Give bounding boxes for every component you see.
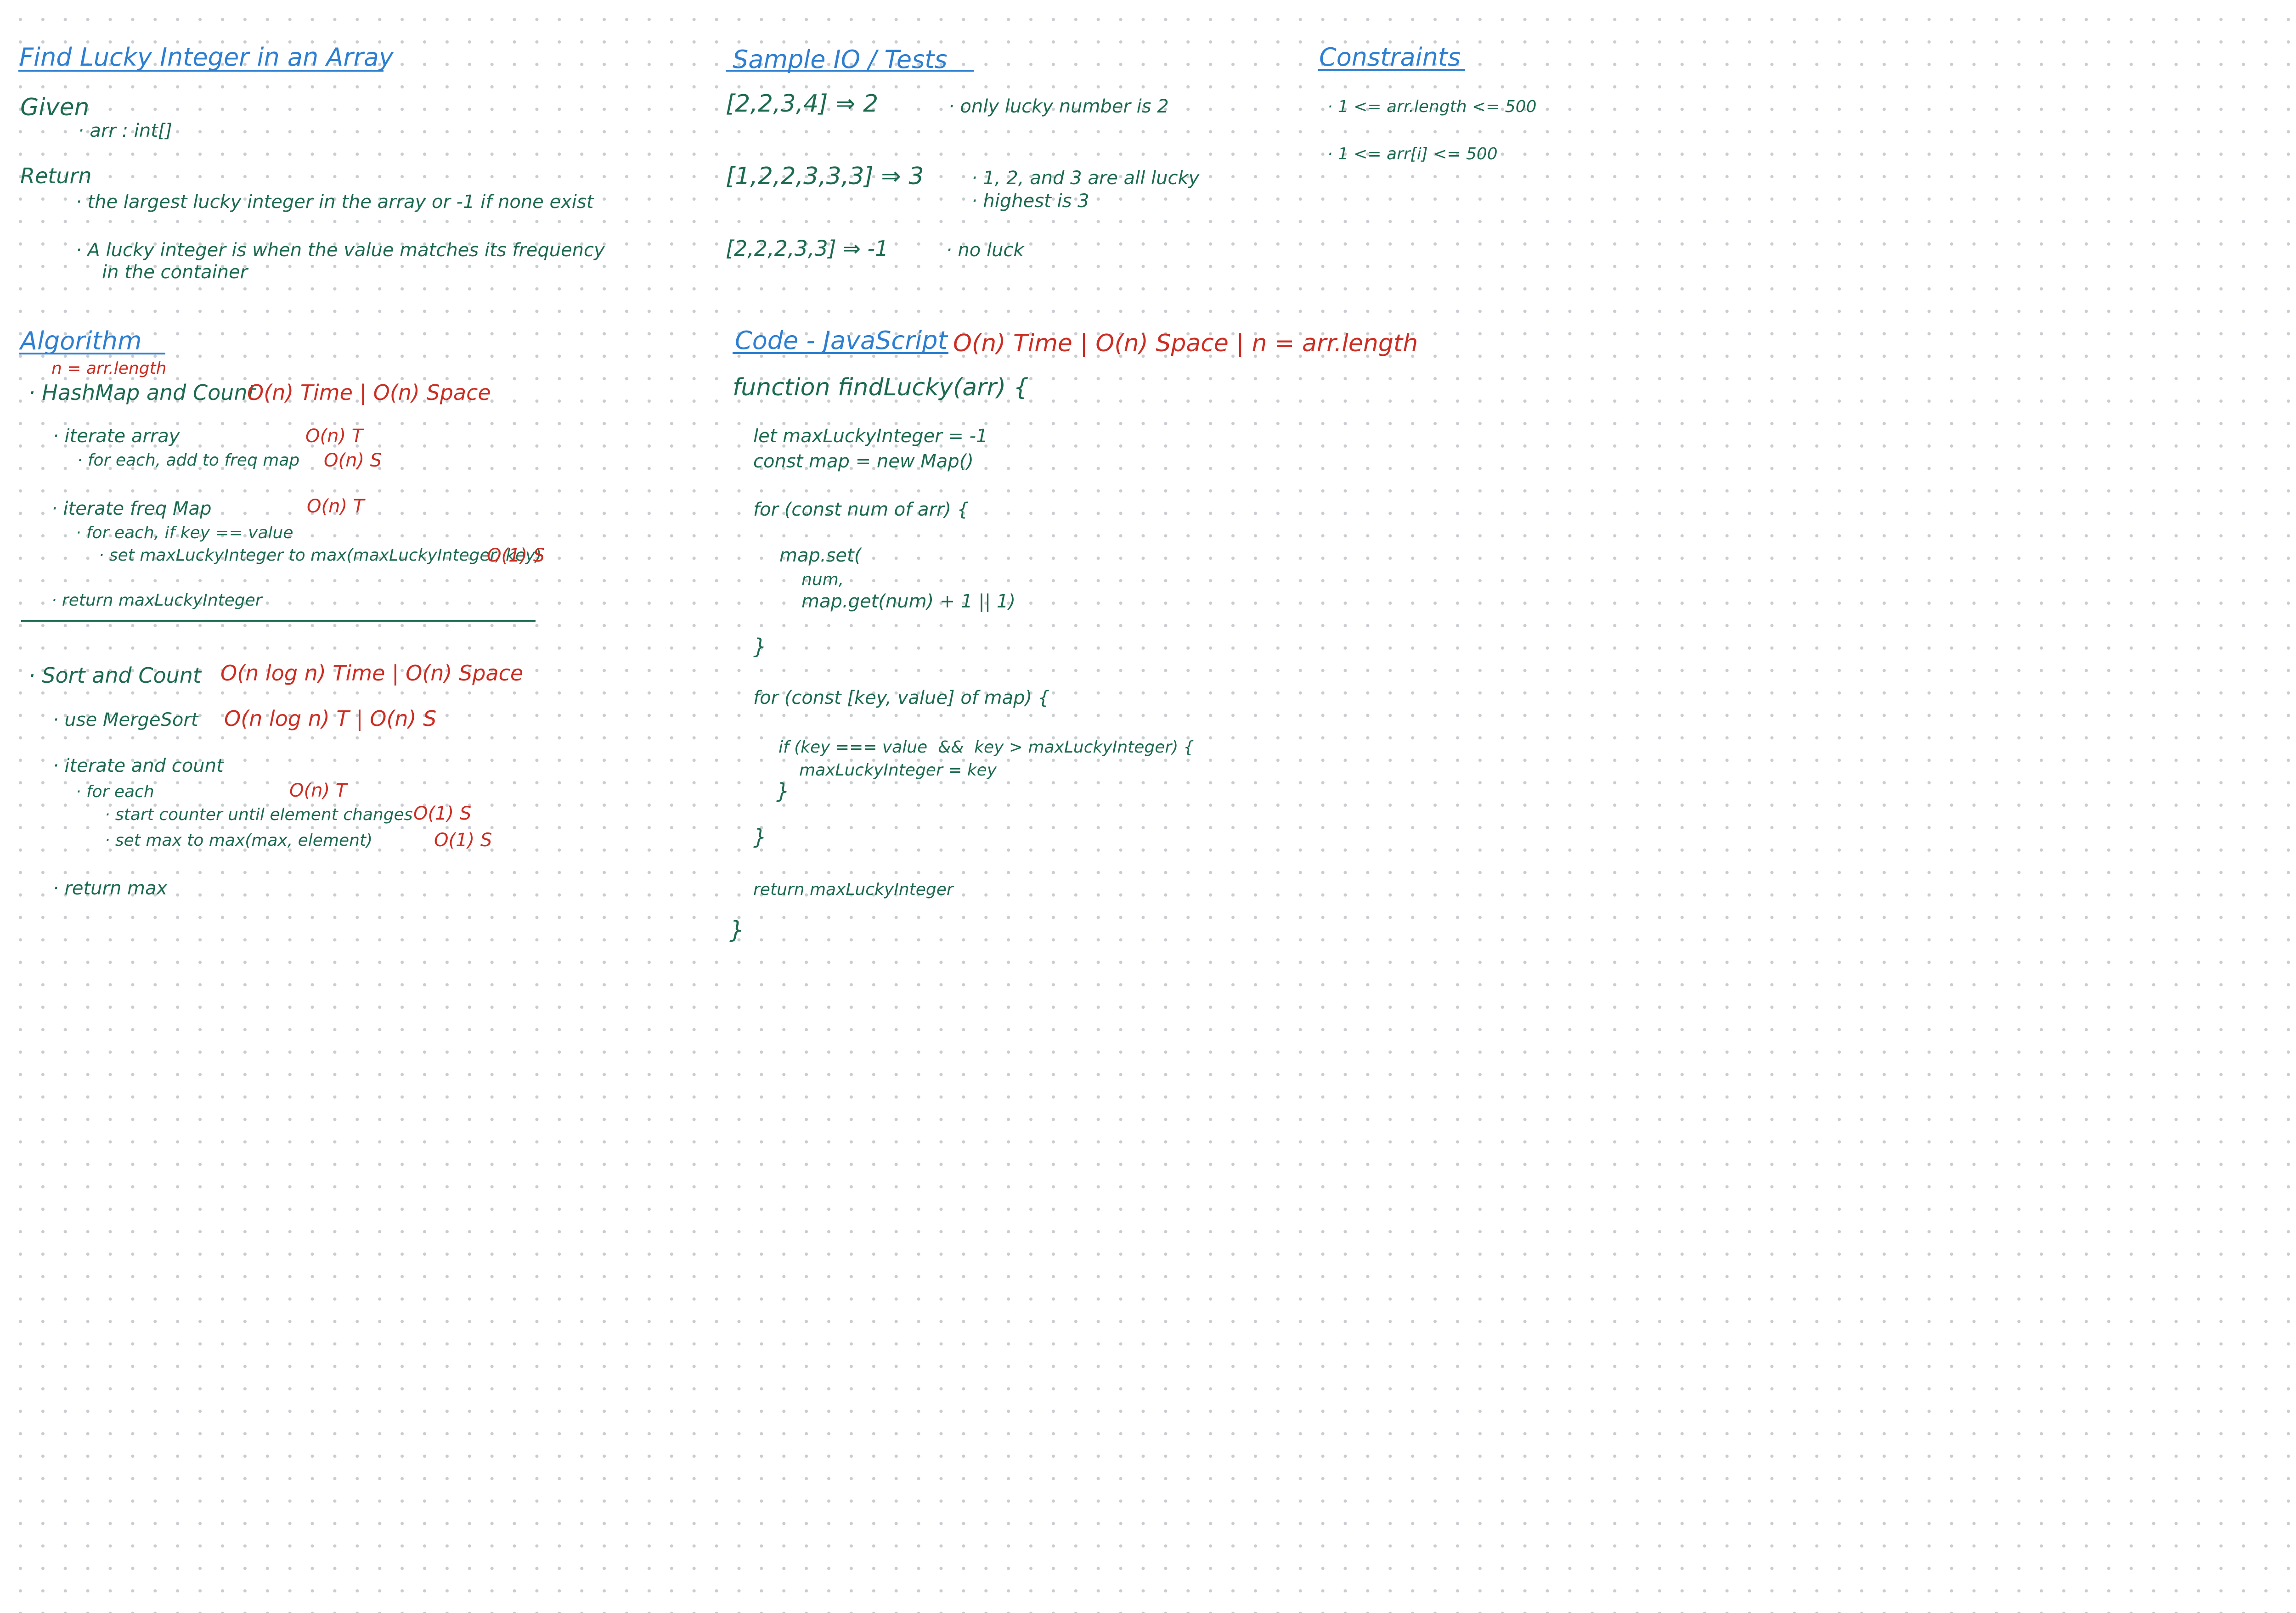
hashmap-step-iterate-array: · iterate array	[53, 426, 180, 447]
return-item-2-line-2: in the container	[102, 262, 248, 283]
code-line-num: num,	[801, 570, 844, 589]
problem-title: Find Lucky Integer in an Array	[19, 43, 394, 72]
problem-title-underline	[18, 70, 384, 72]
code-line-close-for-entries: }	[753, 825, 767, 849]
sample-2-note-2: · highest is 3	[971, 191, 1089, 212]
n-definition: n = arr.length	[51, 359, 167, 378]
sort-step-set-max-complexity: O(1) S	[434, 830, 492, 851]
hashmap-step-iterate-array-complexity: O(n) T	[305, 426, 363, 447]
code-title-underline	[733, 352, 948, 354]
hashmap-step-add-freq: · for each, add to freq map	[77, 451, 300, 470]
code-line-function: function findLucky(arr) {	[733, 374, 1029, 401]
sort-step-mergesort: · use MergeSort	[53, 709, 198, 731]
return-item-1: · the largest lucky integer in the array…	[76, 191, 594, 213]
sample-2-input: [1,2,2,3,3,3] ⇒ 3	[726, 163, 924, 190]
code-line-close-for: }	[753, 634, 767, 659]
constraint-1: · 1 <= arr.length <= 500	[1327, 97, 1537, 116]
algorithm-divider	[21, 620, 536, 622]
sort-approach-title: · Sort and Count	[28, 663, 201, 688]
sort-approach-complexity: O(n log n) Time | O(n) Space	[220, 661, 524, 686]
constraints-title: Constraints	[1319, 43, 1461, 72]
code-line-close-function: }	[729, 916, 745, 944]
hashmap-step-add-freq-complexity: O(n) S	[324, 450, 382, 471]
code-line-map-set: map.set(	[779, 545, 862, 566]
sort-step-for-each-complexity: O(n) T	[289, 780, 347, 801]
code-line-for-of: for (const num of arr) {	[753, 499, 969, 520]
sample-2-note-1: · 1, 2, and 3 are all lucky	[971, 168, 1200, 189]
hashmap-step-compare: · for each, if key == value	[76, 523, 293, 542]
hashmap-step-set-max-complexity: O(1) S	[487, 545, 545, 566]
code-line-if: if (key === value && key > maxLuckyInteg…	[778, 738, 1194, 757]
sort-step-mergesort-complexity: O(n log n) T | O(n) S	[224, 706, 437, 731]
hashmap-step-return: · return maxLuckyInteger	[51, 591, 262, 610]
code-complexity: O(n) Time | O(n) Space | n = arr.length	[953, 330, 1418, 357]
given-label: Given	[20, 94, 90, 121]
algorithm-title-underline	[19, 353, 165, 354]
sample-1-note: · only lucky number is 2	[948, 96, 1169, 117]
code-line-const-map: const map = new Map()	[753, 451, 974, 472]
hashmap-step-iterate-map-complexity: O(n) T	[307, 496, 365, 517]
hashmap-approach-title: · HashMap and Count	[28, 380, 256, 405]
algorithm-title: Algorithm	[20, 326, 142, 355]
constraints-title-underline	[1318, 69, 1465, 71]
hashmap-step-iterate-map: · iterate freq Map	[51, 498, 212, 519]
sort-step-counter: · start counter until element changes	[105, 805, 413, 824]
samples-title-underline	[726, 70, 974, 72]
code-line-assign: maxLuckyInteger = key	[799, 761, 997, 780]
given-item: · arr : int[]	[78, 120, 173, 141]
sort-step-iterate: · iterate and count	[53, 755, 224, 776]
sort-step-for-each: · for each	[76, 782, 154, 801]
code-title: Code - JavaScript	[735, 326, 948, 355]
sort-step-counter-complexity: O(1) S	[413, 803, 472, 824]
code-line-close-if: }	[776, 779, 790, 804]
code-line-return: return maxLuckyInteger	[753, 880, 953, 899]
return-label: Return	[20, 163, 92, 188]
return-item-2-line-1: · A lucky integer is when the value matc…	[76, 240, 605, 261]
code-line-let: let maxLuckyInteger = -1	[753, 426, 988, 447]
hashmap-step-set-max: · set maxLuckyInteger to max(maxLuckyInt…	[99, 546, 542, 565]
code-line-map-get: map.get(num) + 1 || 1)	[801, 591, 1015, 612]
sample-3-input: [2,2,2,3,3] ⇒ -1	[726, 236, 889, 261]
hashmap-approach-complexity: O(n) Time | O(n) Space	[247, 380, 491, 405]
sort-step-set-max: · set max to max(max, element)	[105, 831, 373, 850]
code-line-for-entries: for (const [key, value] of map) {	[753, 687, 1050, 708]
sample-1-input: [2,2,3,4] ⇒ 2	[726, 90, 879, 118]
sample-3-note: · no luck	[946, 240, 1024, 261]
samples-title: Sample IO / Tests	[733, 45, 948, 74]
sort-step-return: · return max	[53, 878, 168, 899]
constraint-2: · 1 <= arr[i] <= 500	[1327, 145, 1498, 163]
